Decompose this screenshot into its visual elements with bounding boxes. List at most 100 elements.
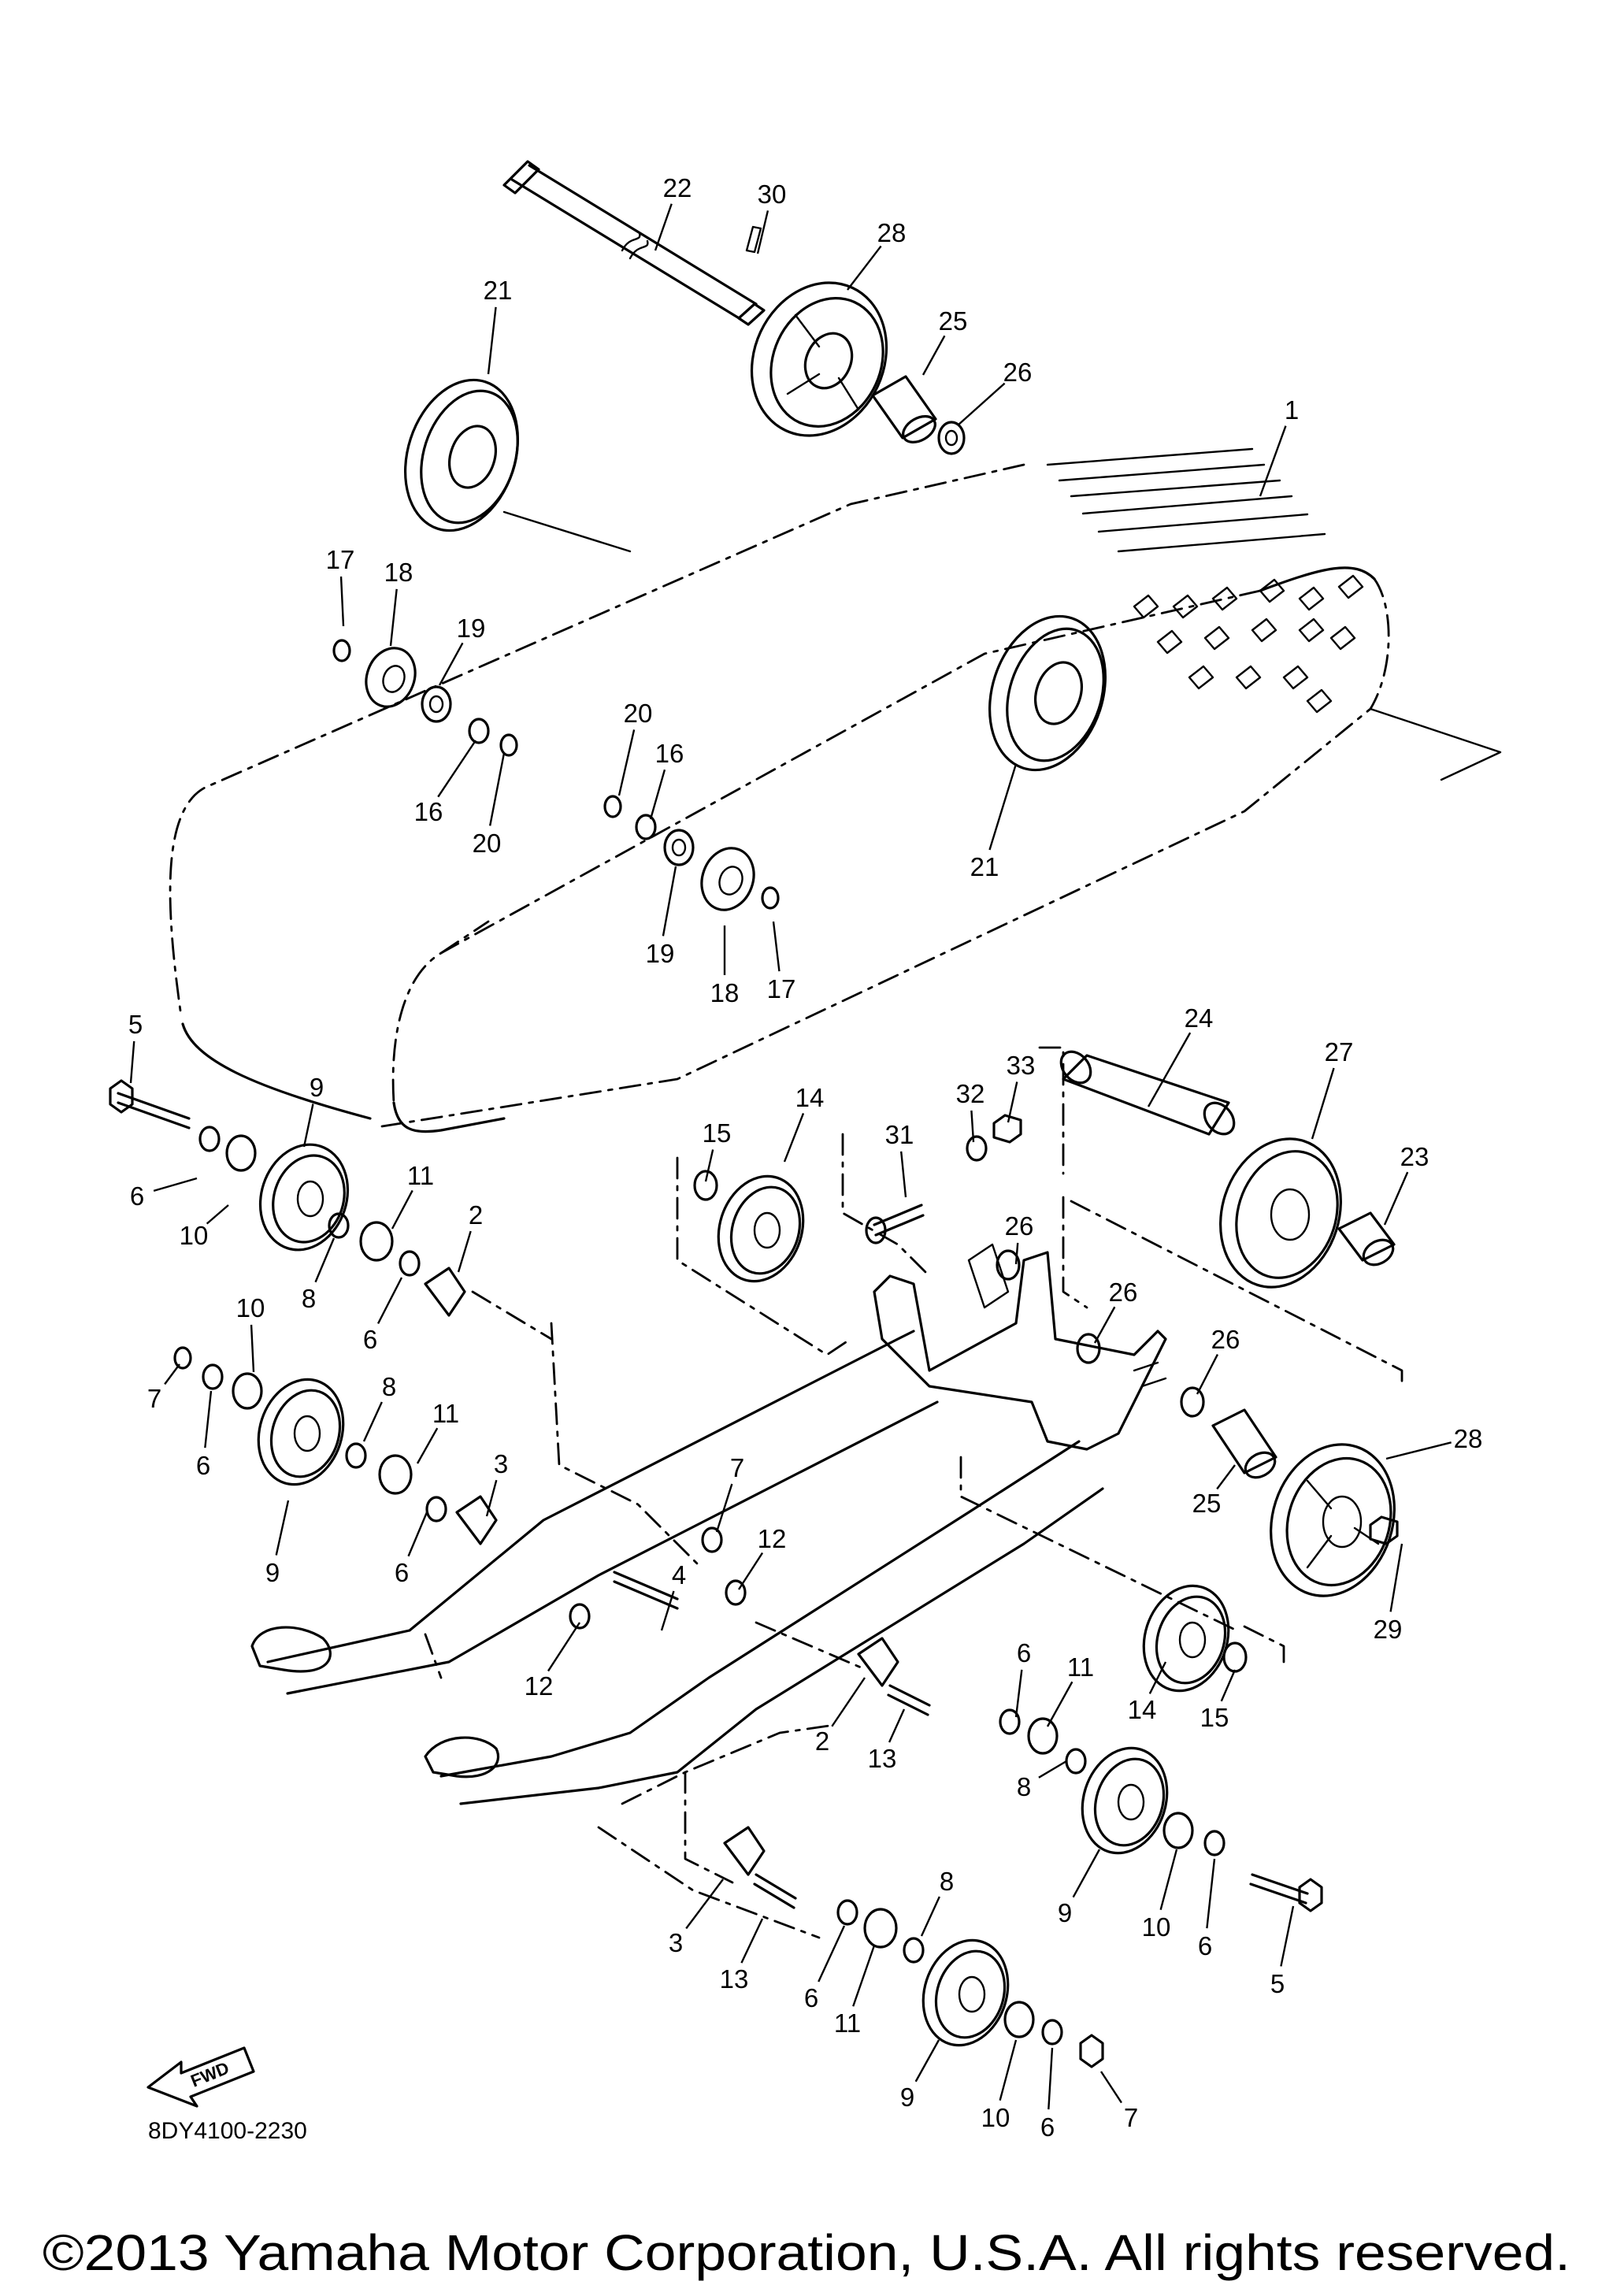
callout-leader-12 xyxy=(737,1552,764,1590)
callout-28: 28 xyxy=(877,218,907,247)
wheel-28-top xyxy=(750,281,888,437)
callout-leader-25 xyxy=(1216,1464,1236,1490)
callout-6: 6 xyxy=(363,1325,377,1354)
callout-leader-32 xyxy=(970,1110,975,1143)
wheel-9-upper-left xyxy=(258,1143,350,1252)
callout-11: 11 xyxy=(1067,1652,1094,1682)
callout-6: 6 xyxy=(196,1451,210,1480)
callout-6: 6 xyxy=(1198,1931,1212,1960)
callout-17: 17 xyxy=(767,974,796,1003)
callout-leader-17 xyxy=(772,921,781,972)
callout-leader-14 xyxy=(1148,1661,1167,1694)
callout-12: 12 xyxy=(758,1524,787,1553)
callout-leader-1 xyxy=(1259,425,1287,497)
callout-leader-11 xyxy=(1046,1681,1073,1727)
callout-10: 10 xyxy=(236,1293,265,1322)
callout-21: 21 xyxy=(484,276,513,305)
callout-leader-9 xyxy=(275,1500,290,1556)
track-belt xyxy=(169,447,1502,1133)
callout-leader-6 xyxy=(407,1512,428,1557)
callout-leader-5 xyxy=(129,1040,135,1084)
copyright-notice: ©2013 Yamaha Motor Corporation, U.S.A. A… xyxy=(43,2224,1570,2281)
callout-leader-11 xyxy=(391,1189,413,1230)
callout-leader-7 xyxy=(715,1483,733,1533)
callout-10: 10 xyxy=(981,2103,1010,2132)
callout-26: 26 xyxy=(1109,1278,1138,1307)
wheel-27 xyxy=(1219,1137,1342,1289)
callout-leader-6 xyxy=(204,1390,213,1448)
callout-leader-16 xyxy=(649,769,666,820)
callout-16: 16 xyxy=(655,739,684,768)
cross-member-bracket xyxy=(873,1243,1167,1451)
collar-23 xyxy=(1337,1211,1396,1267)
callout-leader-10 xyxy=(999,2039,1018,2101)
callout-9: 9 xyxy=(265,1558,280,1587)
callout-25: 25 xyxy=(939,306,968,336)
callout-5: 5 xyxy=(1270,1969,1285,1998)
callout-leader-7 xyxy=(1099,2071,1122,2104)
idler-wheel-21-left xyxy=(403,378,632,553)
callout-leader-4 xyxy=(660,1590,675,1631)
callout-leader-20 xyxy=(617,729,636,796)
callout-leader-16 xyxy=(437,740,476,798)
callout-leader-8 xyxy=(1038,1760,1067,1779)
callout-5: 5 xyxy=(128,1010,143,1039)
callout-leader-24 xyxy=(1147,1032,1192,1107)
rear-axle-shaft-22 xyxy=(502,160,766,326)
callout-33: 33 xyxy=(1007,1051,1036,1080)
callout-8: 8 xyxy=(1017,1772,1031,1801)
callout-leader-26 xyxy=(1014,1242,1019,1265)
bearing-set-left xyxy=(332,639,518,757)
assembly-guides xyxy=(471,1046,1403,1939)
wheel-9-lower-right xyxy=(1081,1746,1169,1855)
callout-19: 19 xyxy=(457,614,486,643)
collar-25-top xyxy=(871,375,937,443)
callout-leader-2 xyxy=(457,1230,472,1273)
callout-leader-28 xyxy=(1385,1441,1452,1460)
callout-leader-13 xyxy=(888,1708,906,1743)
callout-leader-15 xyxy=(704,1149,714,1182)
callout-leader-6 xyxy=(1014,1669,1023,1718)
callout-leader-23 xyxy=(1383,1171,1409,1226)
callout-leader-3 xyxy=(485,1479,498,1517)
callout-leader-2 xyxy=(831,1677,866,1727)
callout-leader-19 xyxy=(438,642,464,686)
callout-leader-18 xyxy=(389,588,398,647)
wheel-14-left xyxy=(717,1174,805,1283)
wheel-14-right xyxy=(1142,1584,1230,1693)
callout-30: 30 xyxy=(758,180,787,209)
track-lugs xyxy=(1046,447,1364,714)
callout-2: 2 xyxy=(469,1200,483,1230)
callout-leader-31 xyxy=(899,1151,907,1198)
callout-9: 9 xyxy=(900,2083,914,2112)
callout-10: 10 xyxy=(1142,1912,1171,1942)
callout-12: 12 xyxy=(525,1671,554,1701)
callout-leader-22 xyxy=(654,203,673,251)
callout-leader-6 xyxy=(376,1277,403,1324)
callout-leader-8 xyxy=(920,1896,940,1937)
callout-leader-11 xyxy=(416,1427,439,1464)
callout-3: 3 xyxy=(494,1449,508,1478)
callout-21: 21 xyxy=(970,852,999,881)
collar-25-bottom xyxy=(1211,1408,1277,1479)
callout-4: 4 xyxy=(672,1560,686,1589)
callout-leader-6 xyxy=(1206,1858,1216,1929)
callout-leader-5 xyxy=(1280,1905,1295,1967)
forward-arrow-icon: FWD xyxy=(146,2046,255,2108)
callout-6: 6 xyxy=(130,1181,144,1211)
callout-2: 2 xyxy=(815,1727,829,1756)
callout-leader-33 xyxy=(1007,1081,1018,1123)
callout-6: 6 xyxy=(395,1558,409,1587)
callout-25: 25 xyxy=(1192,1489,1222,1518)
callout-16: 16 xyxy=(414,797,443,826)
callout-leader-20 xyxy=(488,752,506,826)
idler-wheel-21-right xyxy=(988,614,1107,772)
cotter-pin-30 xyxy=(745,225,762,254)
callout-leader-17 xyxy=(339,576,345,627)
callout-leader-14 xyxy=(783,1113,805,1163)
callout-8: 8 xyxy=(382,1372,396,1401)
callout-20: 20 xyxy=(624,699,653,728)
callout-leader-8 xyxy=(314,1237,336,1283)
